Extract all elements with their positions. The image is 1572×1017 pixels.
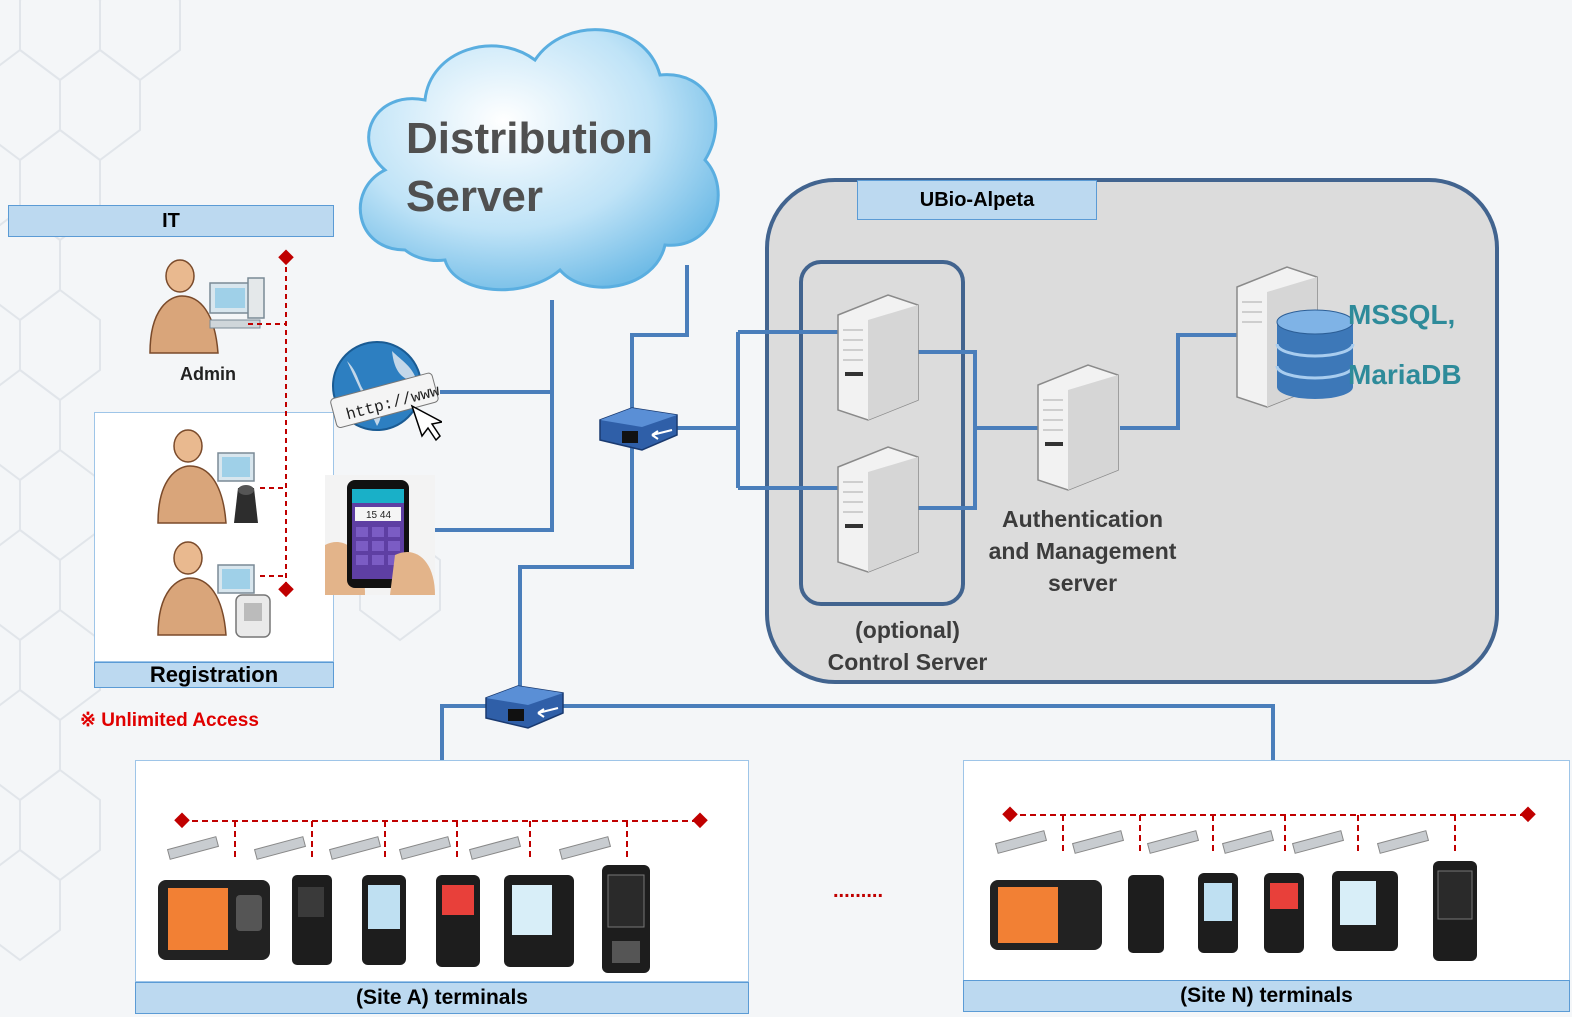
auth-server-label-line2: and Management — [988, 538, 1177, 564]
unlimited-access-note: ※ Unlimited Access — [80, 710, 259, 731]
it-title: IT — [8, 205, 334, 237]
registration-title: Registration — [94, 662, 334, 688]
network-switch-icon — [599, 407, 678, 451]
control-server-icon — [837, 446, 919, 573]
control-server-label-line1: (optional) — [855, 617, 960, 643]
control-server-label-line2: Control Server — [827, 649, 988, 675]
site-n-devices — [990, 806, 1536, 961]
cloud-title: Distribution Server — [406, 110, 653, 226]
ellipsis: ......... — [833, 880, 884, 902]
cloud-icon — [358, 28, 720, 292]
admin-label: Admin — [180, 364, 236, 384]
control-server-group — [799, 260, 965, 606]
web-globe-icon: http://www. — [330, 341, 442, 442]
cloud-title-line1: Distribution — [406, 114, 653, 163]
registration-user-icon — [157, 429, 258, 524]
cloud-title-line2: Server — [406, 172, 544, 221]
auth-server-label-line3: server — [1047, 570, 1118, 596]
registration-user-icon — [157, 541, 271, 638]
site-a-title: (Site A) terminals — [135, 982, 749, 1014]
control-server-label: (optional) Control Server — [805, 614, 1010, 678]
database-icon — [1236, 266, 1355, 408]
site-a-devices — [158, 812, 708, 973]
network-switch-icon — [485, 685, 564, 729]
control-server-icon — [837, 294, 919, 421]
mobile-app-icon: 15 44 — [325, 475, 435, 595]
ubio-alpeta-title: UBio-Alpeta — [857, 180, 1097, 220]
db-label: MSSQL, MariaDB — [1348, 285, 1462, 405]
auth-server-icon — [1037, 364, 1119, 491]
auth-server-label: Authentication and Management server — [960, 503, 1205, 599]
it-dashed-bus — [248, 249, 294, 598]
auth-server-label-line1: Authentication — [1002, 506, 1163, 532]
site-n-title: (Site N) terminals — [963, 980, 1570, 1012]
phone-time: 15 44 — [366, 510, 391, 521]
db-label-line2: MariaDB — [1348, 359, 1462, 390]
db-label-line1: MSSQL, — [1348, 299, 1456, 330]
admin-user-icon — [149, 259, 265, 354]
